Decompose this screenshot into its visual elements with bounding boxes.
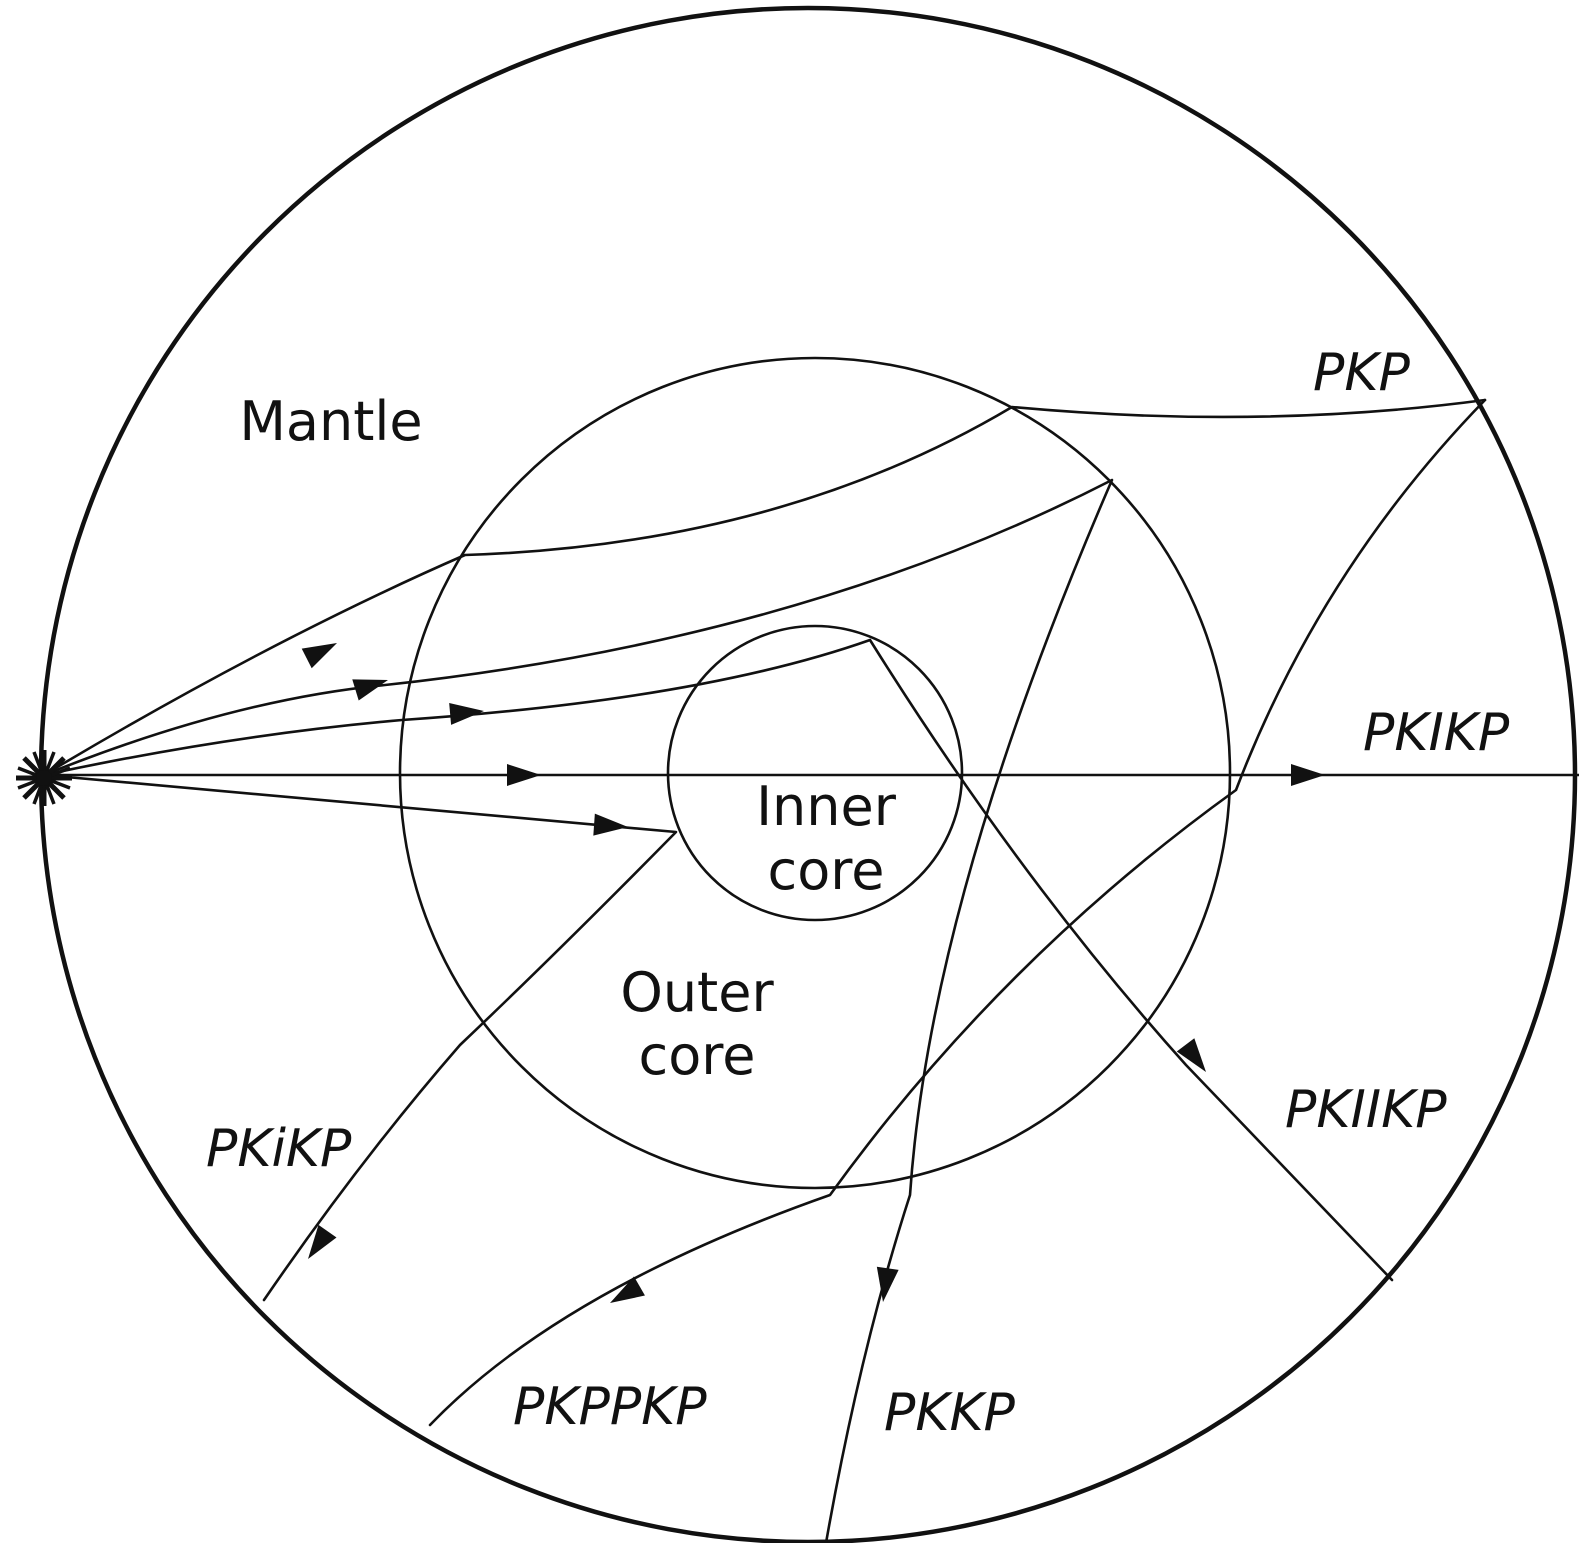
- label-outer-core-line2: core: [639, 1024, 756, 1087]
- label-pkp: PKP: [1313, 343, 1410, 403]
- label-pkiikp: PKIIKP: [1285, 1080, 1447, 1140]
- arrow-pkp-incoming: [302, 633, 342, 668]
- label-pkikp: PKIKP: [1363, 703, 1510, 763]
- arrow-pkikp-reflected-exit: [299, 1225, 337, 1265]
- label-mantle: Mantle: [239, 390, 422, 453]
- label-inner-core-line2: core: [768, 839, 885, 902]
- label-inner-core-line1: Inner: [756, 775, 897, 838]
- arrow-pkiikp-exit: [1177, 1038, 1215, 1078]
- label-pkkp: PKKP: [884, 1383, 1016, 1443]
- label-outer-core-line1: Outer: [620, 961, 774, 1024]
- ray-pkp: [44, 400, 1485, 775]
- arrow-pkiikp-incoming: [449, 700, 485, 725]
- arrow-pkikp-exit: [1291, 764, 1325, 786]
- arrow-pkkp-exit: [872, 1267, 899, 1304]
- ray-pkiikp: [44, 640, 1392, 1280]
- label-pkppkp: PKPPKP: [513, 1377, 707, 1437]
- label-pkikp-reflected: PKiKP: [206, 1119, 352, 1179]
- ray-pkikp-reflected: [44, 775, 676, 1300]
- star-burst-icon: [16, 750, 72, 806]
- arrow-pkikp-reflected-incoming: [593, 814, 628, 838]
- arrow-pkppkp-exit: [605, 1276, 645, 1312]
- arrow-pkikp-first: [507, 764, 541, 786]
